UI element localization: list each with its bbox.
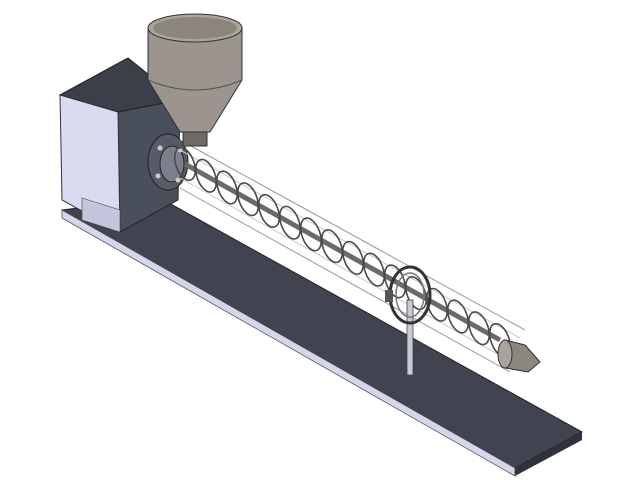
gearbox <box>58 57 182 233</box>
screw-flight <box>215 170 239 205</box>
screw <box>173 146 512 358</box>
base-plate-edge <box>61 209 516 477</box>
screw-flight <box>341 240 365 275</box>
barrel-flange <box>147 133 189 191</box>
screw-flight <box>446 299 470 334</box>
screw-flight <box>467 311 491 346</box>
base-plate-end <box>515 432 582 476</box>
screw-flight <box>404 275 428 311</box>
screw-flight <box>299 217 323 252</box>
screw-flight <box>236 182 260 217</box>
hopper <box>147 13 243 147</box>
gearbox-foot <box>81 197 121 233</box>
nozzle <box>497 339 541 373</box>
screw-flight <box>257 193 281 229</box>
screw-flight <box>362 252 386 287</box>
screw-flight <box>194 158 218 193</box>
screw-flight <box>173 146 197 182</box>
screw-flight <box>278 205 302 240</box>
screw-flight <box>383 264 407 299</box>
barrel-support <box>385 265 432 376</box>
screw-flight <box>320 229 344 264</box>
